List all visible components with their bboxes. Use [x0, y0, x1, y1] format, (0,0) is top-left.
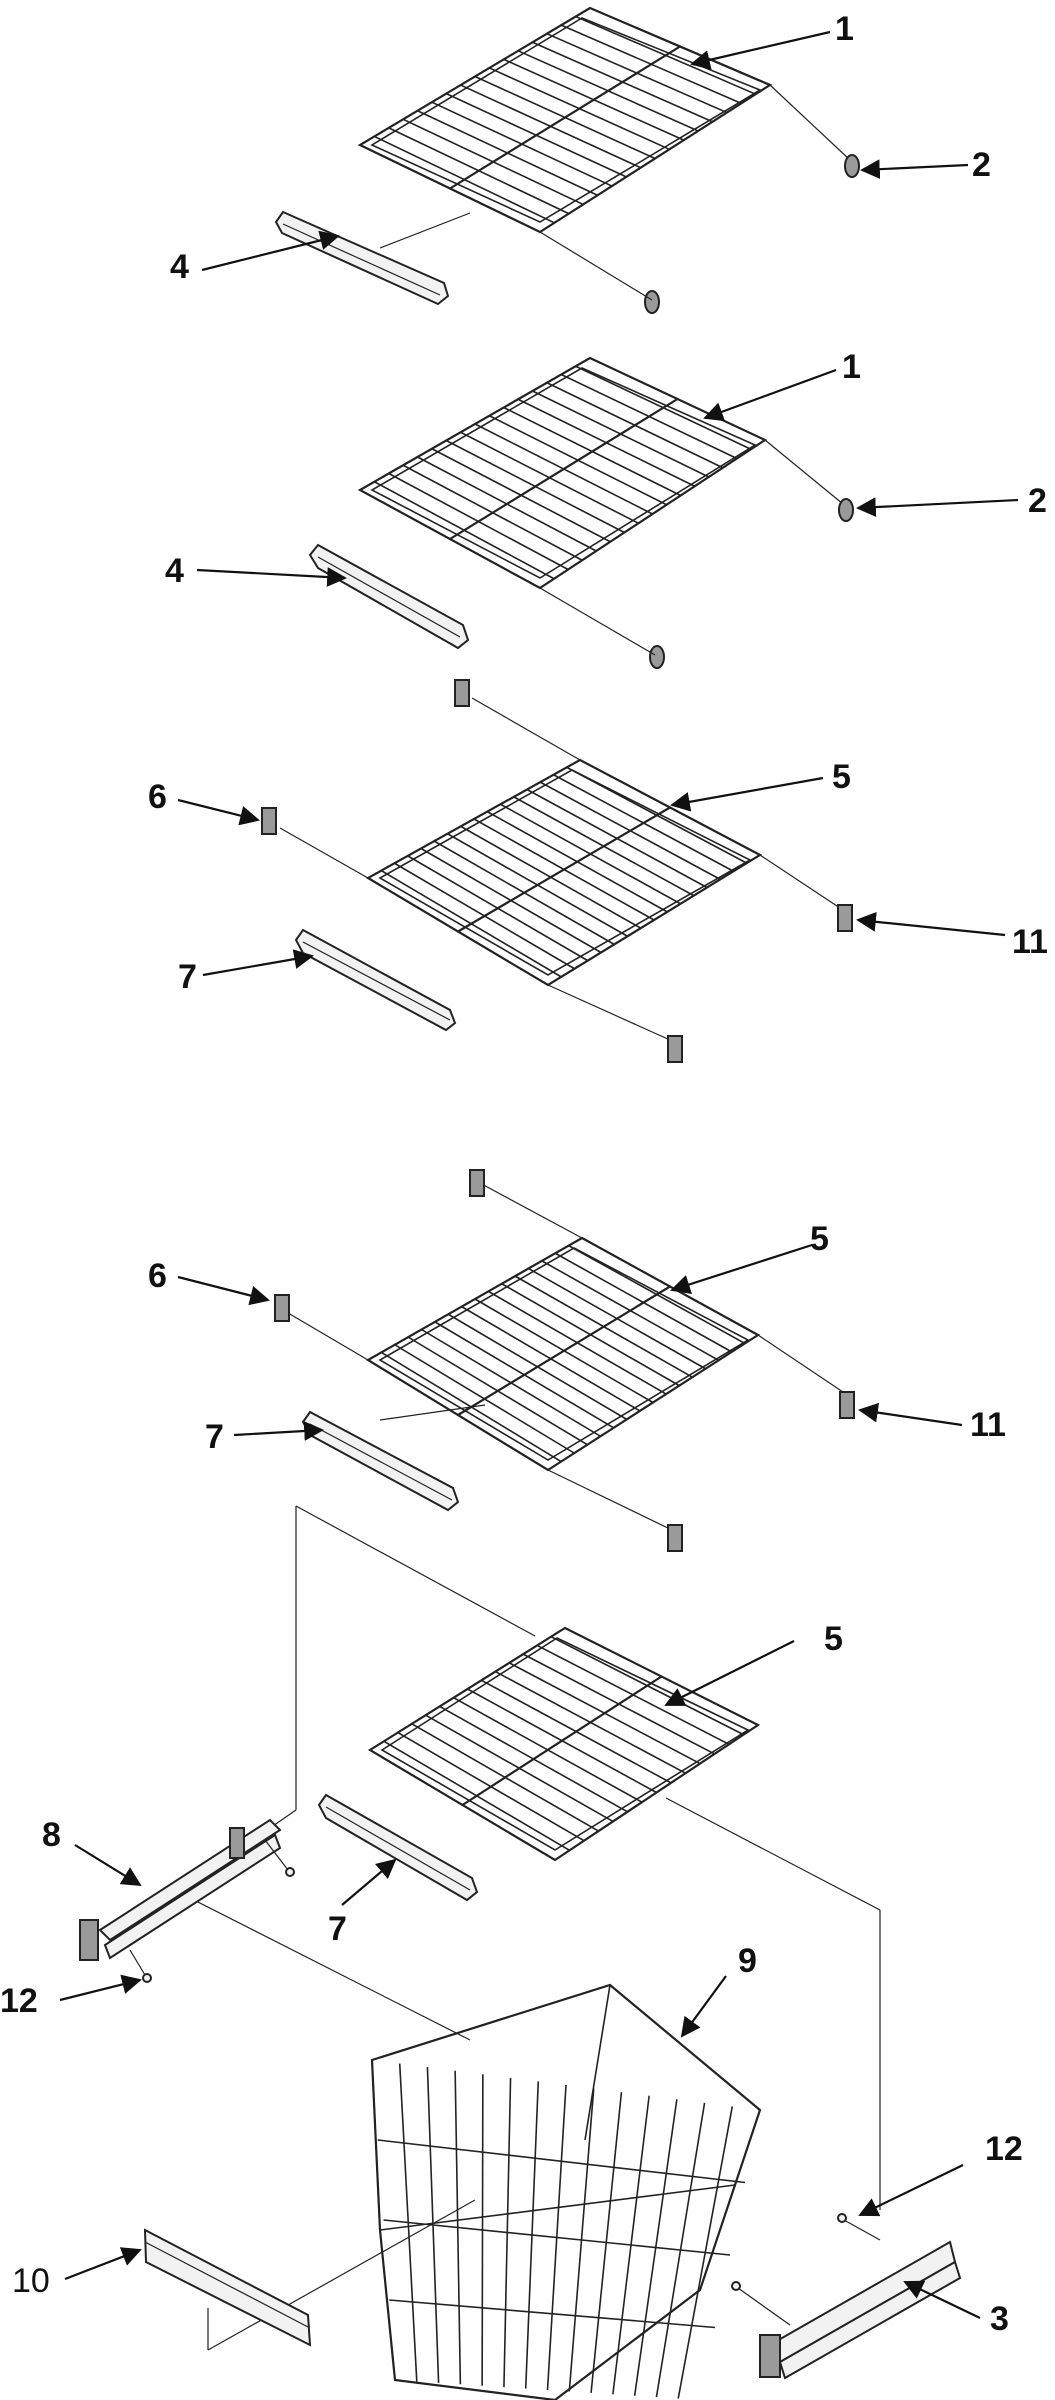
- callout-2-upper: 2: [972, 146, 991, 184]
- wire-shelf-part-5-lower: [367, 1626, 761, 1862]
- wire-shelf-part-1-lower: [357, 356, 768, 590]
- callout-7-middle: 7: [205, 1418, 224, 1456]
- shelf-trim-part-4-lower: [308, 543, 470, 650]
- callout-10: 10: [12, 2262, 50, 2300]
- callout-1-upper: 1: [835, 10, 854, 48]
- callout-5-upper: 5: [832, 758, 851, 796]
- callout-1-lower: 1: [842, 348, 861, 386]
- callout-labels: 1 2 4 1 2 4 6 5 11 7 6 5 7 11 5 8 7 12 9…: [0, 10, 1048, 2338]
- callout-7-lower: 7: [328, 1910, 347, 1948]
- callout-9: 9: [738, 1942, 757, 1980]
- callout-6-middle: 6: [148, 1257, 167, 1295]
- callout-6-upper: 6: [148, 778, 167, 816]
- shelf-support-bracket-2-upper: [539, 84, 860, 314]
- wire-shelf-part-5-upper: [365, 758, 763, 987]
- callout-4-upper: 4: [170, 248, 189, 286]
- shelf-bracket-part-6-and-11-lower: [274, 1169, 855, 1552]
- callout-11-middle: 11: [970, 1406, 1006, 1444]
- callout-3: 3: [990, 2300, 1009, 2338]
- callout-5-lower: 5: [824, 1620, 843, 1658]
- wire-shelf-part-5-middle: [365, 1236, 761, 1472]
- wire-shelf-part-1-upper: [357, 6, 773, 234]
- leader-arrows: [59, 30, 1019, 2319]
- callout-11-upper: 11: [1012, 923, 1048, 961]
- callout-2-lower: 2: [1028, 482, 1047, 520]
- assembly-guide-lines: [189, 1505, 881, 2351]
- callout-8: 8: [42, 1816, 61, 1854]
- shelf-bracket-part-6-and-11-upper: [261, 679, 853, 1063]
- basket-front-trim-part-10: [143, 2228, 312, 2347]
- shelf-trim-part-4-upper: [274, 210, 471, 306]
- callout-12-right: 12: [985, 2130, 1023, 2168]
- slide-rail-part-3: [731, 2213, 962, 2380]
- callout-12-left: 12: [0, 1982, 38, 2020]
- callout-7-upper: 7: [178, 958, 197, 996]
- wire-basket-part-9: [370, 1983, 762, 2400]
- callout-4-lower: 4: [165, 552, 184, 590]
- slide-rail-part-8: [79, 1818, 295, 1983]
- shelf-support-bracket-2-lower: [539, 439, 854, 669]
- shelf-trim-part-7-lower: [317, 1793, 479, 1902]
- shelf-trim-part-7-middle: [301, 1404, 486, 1512]
- callout-5-middle: 5: [810, 1220, 829, 1258]
- shelf-trim-part-7-upper: [294, 928, 457, 1032]
